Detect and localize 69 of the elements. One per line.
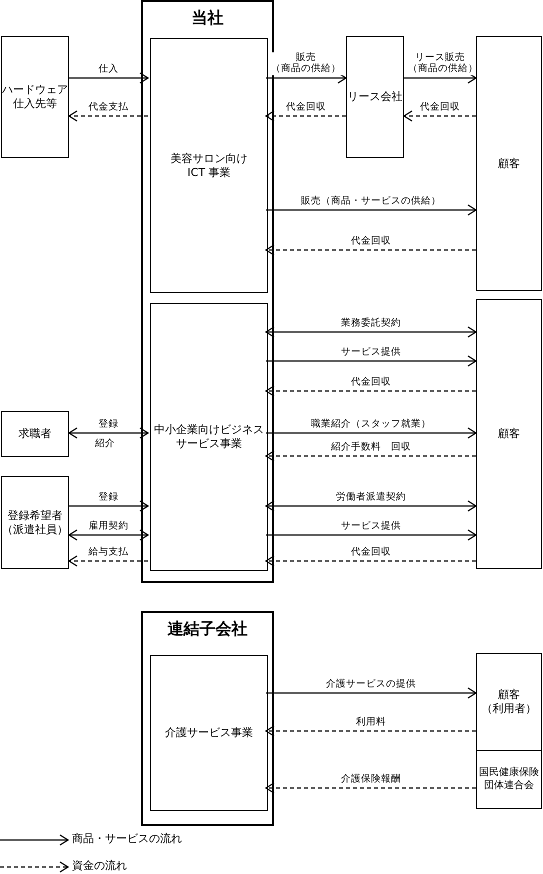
dashed-arrow: [68, 555, 148, 567]
dashed-arrow: [265, 385, 476, 397]
dashed-arrow: [265, 555, 476, 567]
edge-label: 代金回収: [349, 546, 393, 558]
group-frame: [141, 0, 274, 583]
box-text: ハードウェア仕入先等: [2, 83, 68, 111]
edge-label: 業務委託契約: [339, 318, 403, 329]
edge-label: 介護保険報酬: [339, 774, 403, 785]
entity-box: [346, 36, 404, 158]
box-text: 中小企業向けビジネスサービス事業: [154, 423, 264, 451]
box-text: 顧客（利用者）: [480, 688, 538, 716]
dashed-arrow: [68, 110, 148, 122]
dashed-arrow: [265, 244, 476, 256]
entity-box: [476, 750, 542, 809]
entity-box: [1, 411, 69, 457]
edge-label: 登録: [96, 492, 120, 503]
box-text: 国民健康保険団体連合会: [478, 767, 540, 792]
entity-box: [476, 653, 542, 751]
box-text: 顧客: [497, 156, 521, 170]
edge-label: 代金回収: [284, 102, 328, 113]
legend-text: 商品・サービスの流れ: [72, 832, 182, 846]
arrow: [266, 204, 477, 216]
entity-box: [476, 36, 542, 291]
double-arrow: [68, 529, 149, 541]
line-caption: 紹介: [93, 438, 117, 450]
group-title: 当社: [192, 8, 224, 28]
entity-box: [1, 36, 69, 158]
edge-label: サービス提供: [339, 520, 403, 532]
group-frame: [141, 611, 274, 826]
dashed-arrow: [265, 782, 476, 794]
arrow: [69, 500, 149, 512]
edge-label: 紹介手数料 回収: [329, 442, 413, 453]
box-text: 登録希望者（派遣社員）: [2, 508, 68, 536]
edge-label: 代金回収: [349, 236, 393, 247]
dashed-arrow: [265, 450, 476, 462]
box-text: 介護サービス事業: [164, 726, 254, 740]
arrow: [266, 355, 477, 367]
entity-box: [150, 38, 268, 293]
edge-label: 労働者派遣契約: [334, 492, 408, 503]
entity-box: [150, 303, 268, 571]
entity-box: [476, 299, 542, 569]
edge-label: 代金回収: [418, 102, 462, 113]
edge-label: 利用料: [354, 716, 388, 728]
double-arrow: [265, 326, 477, 338]
arrow: [69, 72, 149, 84]
arrow: [266, 529, 477, 541]
edge-label: 雇用契約: [86, 520, 130, 532]
legend-text: 資金の流れ: [72, 859, 127, 873]
edge-label: 代金支払: [86, 102, 130, 113]
edge-label: 介護サービスの提供: [324, 678, 418, 690]
dashed-arrow: [265, 725, 476, 737]
group-title: 連結子会社: [168, 619, 248, 639]
dashed-arrow: [265, 110, 346, 122]
edge-label: 登録: [96, 418, 120, 430]
edge-label: 代金回収: [349, 376, 393, 388]
dashed-arrow: [403, 110, 476, 122]
double-arrow: [68, 427, 149, 439]
entity-box: [150, 655, 268, 811]
box-text: 美容サロン向けICT 事業: [170, 152, 248, 180]
arrow: [266, 427, 477, 439]
box-text: リース会社: [347, 90, 403, 104]
edge-label: サービス提供: [339, 346, 403, 358]
double-arrow: [265, 500, 477, 512]
edge-label: 給与支払: [86, 546, 130, 558]
arrow: [266, 687, 477, 699]
edge-label: 仕入: [96, 64, 120, 75]
box-text: 顧客: [497, 427, 521, 441]
box-text: 求職者: [18, 427, 52, 441]
entity-box: [1, 476, 69, 569]
